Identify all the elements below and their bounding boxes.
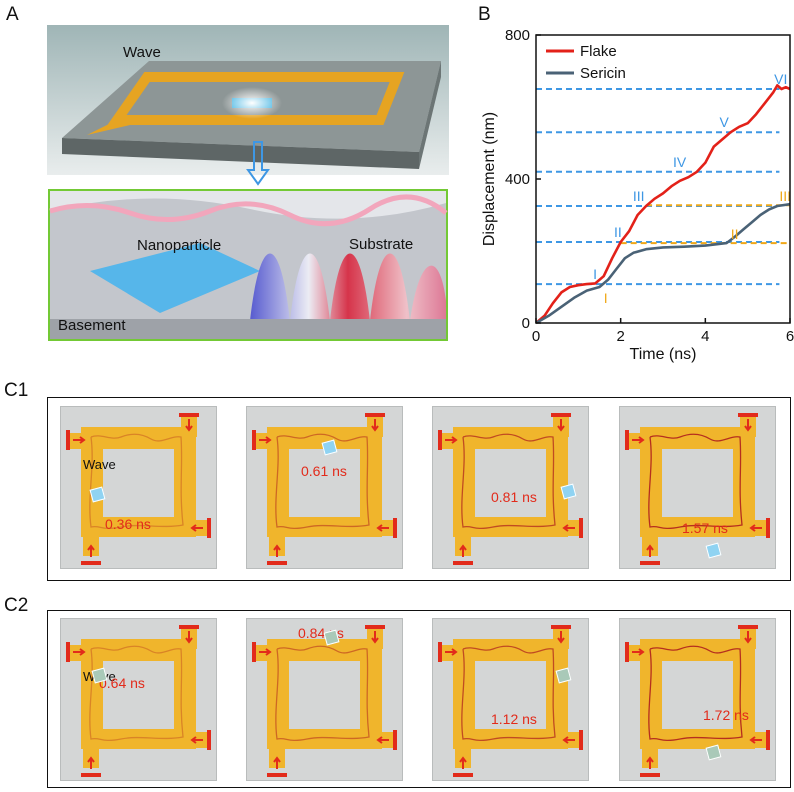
flake-level-label-V: V bbox=[719, 114, 729, 130]
legend-label-flake: Flake bbox=[580, 43, 617, 60]
flake-level-label-IV: IV bbox=[673, 154, 687, 170]
inset-label-substrate: Substrate bbox=[349, 236, 414, 253]
c2-time-label-1: 0.64 ns bbox=[99, 675, 145, 691]
x-tick-label: 4 bbox=[701, 328, 709, 345]
panel-a-inset: Nanoparticle Substrate Basement bbox=[48, 189, 448, 341]
y-tick-label: 400 bbox=[505, 171, 530, 188]
series-line-flake bbox=[535, 84, 791, 324]
square-wire-illustration bbox=[66, 413, 211, 565]
x-tick-label: 0 bbox=[532, 328, 540, 345]
c2-tile-3: 1.12 ns bbox=[432, 618, 589, 781]
square-wire-illustration bbox=[252, 413, 397, 565]
y-tick-label: 800 bbox=[505, 27, 530, 44]
flake-level-label-VI: VI bbox=[774, 71, 787, 87]
c1-frame bbox=[47, 397, 791, 581]
c1-tile-3: 0.81 ns bbox=[432, 406, 589, 569]
sericin-level-label-I: I bbox=[604, 290, 608, 306]
flake-level-label-I: I bbox=[593, 266, 597, 282]
square-wire-illustration bbox=[625, 413, 770, 565]
inset-label-nanoparticle: Nanoparticle bbox=[137, 237, 222, 254]
square-wire-illustration bbox=[66, 625, 211, 777]
flake-level-label-III: III bbox=[633, 188, 645, 204]
c2-time-label-3: 1.12 ns bbox=[491, 711, 537, 727]
panel-label-c2: C2 bbox=[4, 595, 29, 616]
x-tick-label: 6 bbox=[786, 328, 794, 345]
panel-a-device-illustration bbox=[47, 25, 449, 175]
c2-frame bbox=[47, 610, 791, 788]
inset-illustration bbox=[49, 191, 448, 339]
y-axis-label: Displacement (nm) bbox=[481, 112, 498, 246]
series-line-sericin bbox=[535, 202, 791, 325]
c1-time-label-3: 0.81 ns bbox=[491, 489, 537, 505]
inset-label-basement: Basement bbox=[58, 317, 126, 334]
flake-level-label-II: II bbox=[614, 224, 622, 240]
sericin-level-label-III: III bbox=[779, 188, 791, 204]
down-arrow-icon bbox=[246, 141, 270, 186]
panel-a-wave-label: Wave bbox=[123, 44, 161, 61]
square-wire-illustration bbox=[252, 625, 397, 777]
c1-time-label-1: 0.36 ns bbox=[105, 516, 151, 532]
c1-time-label-4: 1.57 ns bbox=[682, 520, 728, 536]
sericin-level-label-II: II bbox=[731, 226, 739, 242]
y-tick-label: 0 bbox=[522, 315, 530, 332]
c1-wave-label: Wave bbox=[83, 457, 116, 472]
square-wire-illustration bbox=[625, 625, 770, 777]
c2-time-label-4: 1.72 ns bbox=[703, 707, 749, 723]
panel-label-c1: C1 bbox=[4, 380, 29, 401]
panel-label-a: A bbox=[6, 4, 19, 25]
c2-tile-4: 1.72 ns bbox=[619, 618, 776, 781]
legend-label-sericin: Sericin bbox=[580, 65, 626, 82]
c2-tile-2: 0.84 ns bbox=[246, 618, 403, 781]
c1-time-label-2: 0.61 ns bbox=[301, 463, 347, 479]
panel-label-b: B bbox=[478, 4, 491, 25]
x-tick-label: 2 bbox=[616, 328, 624, 345]
plot-frame bbox=[535, 34, 791, 324]
square-wire-illustration bbox=[438, 625, 583, 777]
c1-tile-2: 0.61 ns bbox=[246, 406, 403, 569]
x-axis-label: Time (ns) bbox=[630, 346, 697, 363]
square-wire-illustration bbox=[438, 413, 583, 565]
c1-tile-4: 1.57 ns bbox=[619, 406, 776, 569]
c1-tile-1: Wave 0.36 ns bbox=[60, 406, 217, 569]
